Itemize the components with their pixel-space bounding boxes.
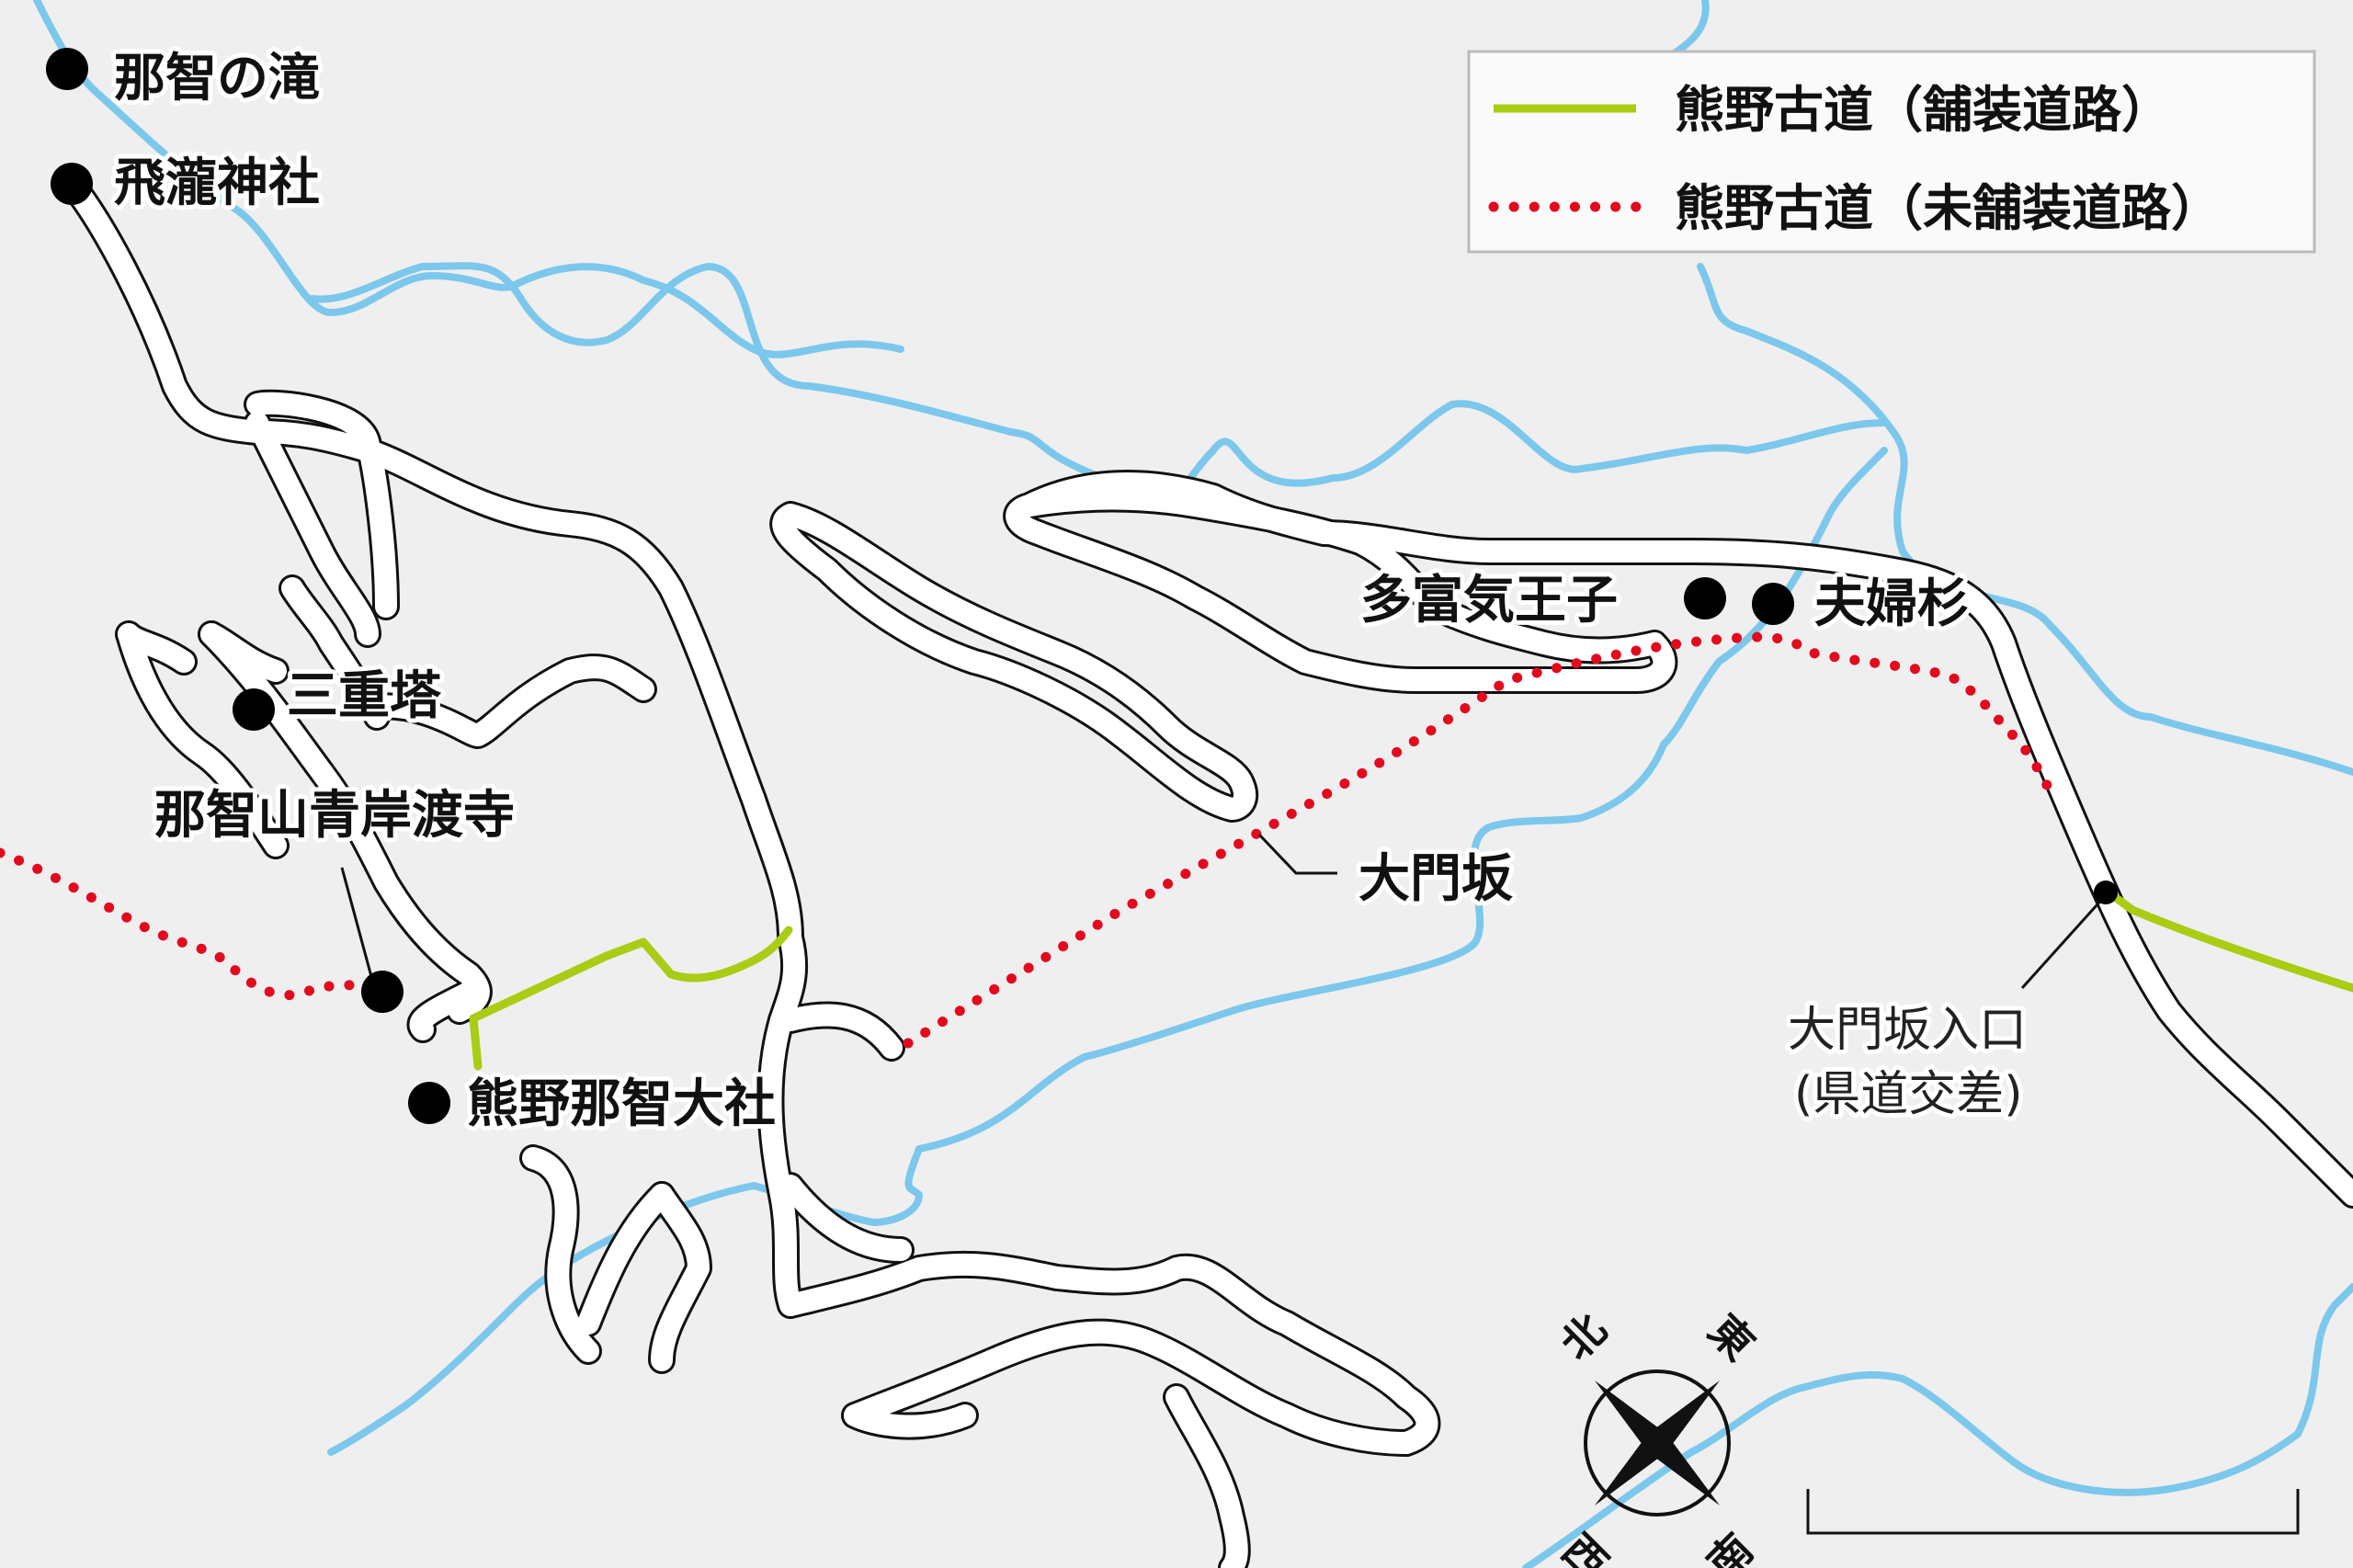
point-taisha [408,1082,450,1124]
compass-needle [1595,1381,1720,1506]
label-taisha: 熊野那智大社 [467,1074,776,1134]
label-tafuki-oji: 多富気王子 [1360,571,1618,631]
road-temple-loop [200,623,490,1022]
point-pagoda [233,688,275,731]
legend-unpaved-label: 熊野古道（未舗装道路） [1675,179,2221,237]
leader-daimonzaka [1257,833,1337,875]
scale-bar [1806,1489,2300,1535]
scale-bar-line [1806,1489,2300,1535]
road-fills [61,173,2353,1568]
legend-box [1467,50,2316,254]
road-prefectural [1018,472,2353,1206]
river-lower [327,447,1888,1456]
points [46,48,2118,1124]
label-meoto-sugi: 夫婦杉 [1814,574,1969,634]
label-seigantoji: 那智山青岸渡寺 [154,786,515,846]
point-daimonzaka-entrance [2094,881,2118,904]
river-main [309,262,1888,495]
paved-trail-taisha [469,926,793,1071]
labels: 那智の滝 飛瀧神社 三重塔 那智山青岸渡寺 熊野那智大社 多富気王子 夫婦杉 大… [109,44,2031,1139]
unpaved-trail-west [0,847,378,1001]
roads [58,170,2353,1568]
label-hiro-shrine: 飛瀧神社 [114,153,320,213]
point-nachi-falls [46,48,88,90]
road-falls-to-taisha [61,173,801,949]
paved-trail-entrance [2100,885,2353,993]
leader-entrance [2020,894,2107,990]
label-entrance-line2: (県道交差) [1794,1067,2023,1122]
road-switchback-west [772,504,1256,820]
compass-ring [1584,1369,1731,1517]
label-nachi-falls: 那智の滝 [114,49,320,108]
river-nachi [33,0,904,358]
river-southeast [1522,1283,2353,1568]
legend-paved-label: 熊野古道（舗装道路） [1675,81,2171,139]
label-pagoda: 三重塔 [287,666,442,726]
legend: 熊野古道（舗装道路） 熊野古道（未舗装道路） [1467,50,2316,254]
point-hiro-shrine [51,163,93,205]
point-meoto-sugi [1752,583,1794,625]
kodo-paved [469,885,2353,1071]
unpaved-trail-daimonzaka [903,631,2060,1049]
leader-lines [340,833,2107,990]
point-seigantoji [361,971,404,1013]
kodo-unpaved [0,631,2060,1049]
label-daimonzaka: 大門坂 [1358,849,1513,909]
leader-seigantoji [340,867,375,984]
label-entrance-line1: 大門坂入口 [1788,1003,2027,1058]
point-tafuki-oji [1684,577,1726,619]
